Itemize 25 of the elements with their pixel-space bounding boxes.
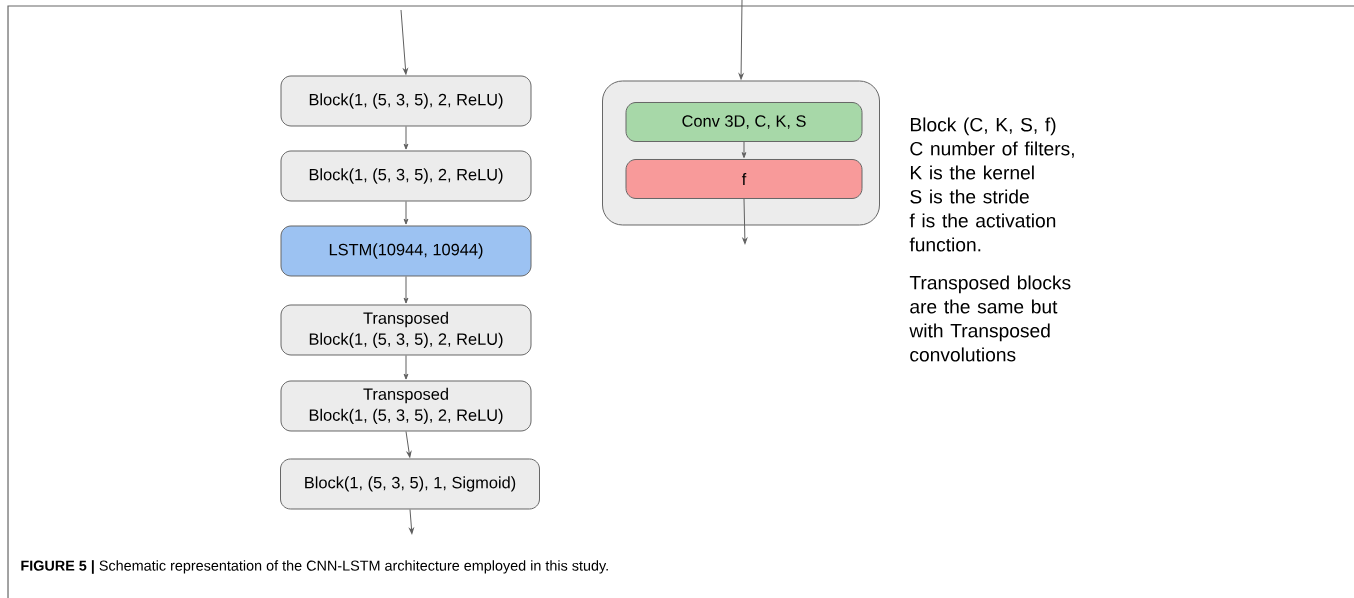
note-text: f is the activation function.	[909, 213, 1056, 252]
arrow	[403, 355, 409, 380]
layer-box: f	[625, 159, 863, 199]
layer-box: Block(1, (5, 3, 5), 2, ReLU)	[280, 150, 532, 202]
layer-box: Block(1, (5, 3, 5), 1, Sigmoid)	[280, 458, 540, 510]
layer-box: LSTM(10944, 10944)	[280, 225, 532, 277]
layer-box: Transposed Block(1, (5, 3, 5), 2, ReLU)	[280, 380, 532, 432]
note-text: K is the kernel	[911, 165, 1034, 180]
note-text: C number of filters,	[910, 141, 1074, 158]
note-text: Transposed blocks are the same but with Transposed convolutions	[909, 275, 1071, 362]
layer-box: Block(1, (5, 3, 5), 2, ReLU)	[280, 75, 532, 127]
arrow	[409, 509, 414, 535]
note-text: S is the stride	[910, 189, 1029, 204]
arrow	[403, 276, 409, 304]
arrow	[403, 126, 409, 150]
arrow	[741, 141, 747, 159]
arrow	[405, 431, 412, 458]
note-text: Block (C, K, S, f)	[911, 117, 1056, 136]
arrow	[403, 201, 409, 225]
arrow	[400, 9, 408, 75]
arrow	[738, 0, 744, 80]
layer-box: Conv 3D, C, K, S	[625, 102, 863, 142]
figure-caption: FIGURE 5 | Schematic representation of the CNN-LSTM architecture employed in this study.	[21, 560, 608, 574]
arrow	[742, 198, 748, 245]
layer-box: Transposed Block(1, (5, 3, 5), 2, ReLU)	[280, 304, 532, 356]
